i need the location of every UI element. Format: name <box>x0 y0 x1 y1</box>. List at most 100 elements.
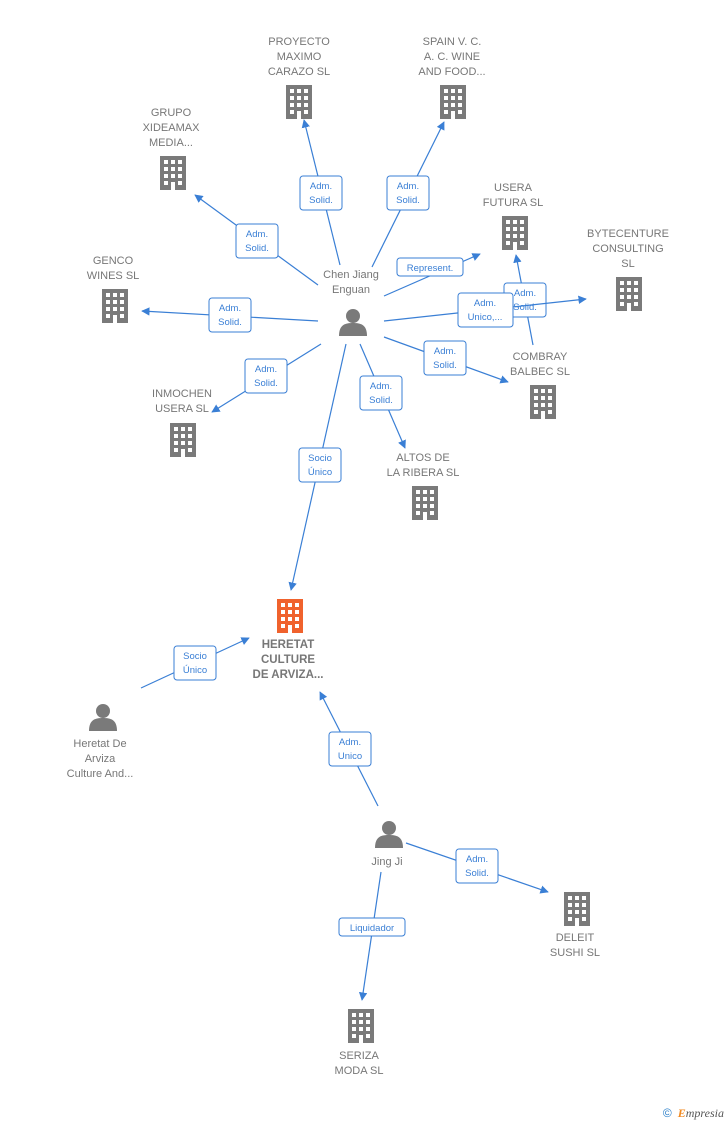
node-combray-balbec[interactable]: COMBRAY BALBEC SL <box>510 351 570 419</box>
edge-heretatde-heretat[interactable]: Socio Único <box>140 637 250 689</box>
edge-label: Solid. <box>513 302 537 313</box>
node-label: LA RIBERA SL <box>387 467 460 479</box>
edge-combray-usera[interactable]: Adm. Solid. <box>503 254 547 346</box>
node-label: USERA <box>494 182 533 194</box>
node-label: CARAZO SL <box>268 66 330 78</box>
node-usera-futura[interactable]: USERA FUTURA SL <box>483 182 544 250</box>
edge-chen-altos[interactable]: Adm. Solid. <box>359 343 406 449</box>
edge-jingji-heretat[interactable]: Adm. Unico <box>319 691 379 807</box>
edge-label: Adm. <box>310 181 332 192</box>
node-label: CULTURE <box>261 654 315 666</box>
edge-label: Adm. <box>246 229 268 240</box>
node-bytecenture-consulting[interactable]: BYTECENTURE CONSULTING SL <box>587 228 669 311</box>
node-grupo-xideamax[interactable]: GRUPO XIDEAMAX MEDIA... <box>143 107 201 190</box>
node-label: CONSULTING <box>592 243 663 255</box>
node-label: MEDIA... <box>149 137 193 149</box>
edge-chen-grupo[interactable]: Adm. Solid. <box>194 194 319 286</box>
edges: Adm. Solid. Adm. Solid. Adm. Solid. Repr… <box>140 119 587 1001</box>
node-label: GRUPO <box>151 107 192 119</box>
node-chen-jiang-enguan[interactable]: Chen Jiang Enguan <box>323 269 379 336</box>
edge-label: Adm. <box>514 288 536 299</box>
edge-label: Solid. <box>369 395 393 406</box>
edge-label: Solid. <box>465 868 489 879</box>
brand-logo[interactable]: Empresia <box>678 1106 724 1120</box>
node-label: Arviza <box>85 753 116 765</box>
node-jing-ji[interactable]: Jing Ji <box>371 821 403 868</box>
building-icon <box>412 486 438 520</box>
edge-chen-spain[interactable]: Adm. Solid. <box>371 121 445 268</box>
edge-chen-usera-represent[interactable]: Represent. <box>383 253 481 297</box>
building-icon <box>348 1009 374 1043</box>
node-label: Jing Ji <box>371 856 402 868</box>
node-spain-wine-food[interactable]: SPAIN V. C. A. C. WINE AND FOOD... <box>418 36 486 119</box>
copyright-icon: © <box>662 1106 672 1120</box>
building-icon <box>564 892 590 926</box>
node-label: HERETAT <box>262 639 315 651</box>
node-proyecto-maximo-carazo[interactable]: PROYECTO MAXIMO CARAZO SL <box>268 36 330 119</box>
building-icon <box>530 385 556 419</box>
node-label: BALBEC SL <box>510 366 570 378</box>
node-heretat-de-arviza-person[interactable]: Heretat De Arviza Culture And... <box>67 704 134 780</box>
node-label: A. C. WINE <box>424 51 480 63</box>
node-label: SERIZA <box>339 1050 379 1062</box>
node-label: SPAIN V. C. <box>423 36 482 48</box>
node-label: SL <box>621 258 634 270</box>
node-label: Enguan <box>332 284 370 296</box>
node-label: PROYECTO <box>268 36 330 48</box>
nodes: PROYECTO MAXIMO CARAZO SL SPAIN V. C. A.… <box>67 36 669 1077</box>
edge-label: Único <box>183 665 207 676</box>
node-deleit-sushi[interactable]: DELEIT SUSHI SL <box>550 892 600 959</box>
edge-chen-genco[interactable]: Adm. Solid. <box>141 297 319 333</box>
node-label: USERA SL <box>155 403 209 415</box>
edge-label: Solid. <box>218 317 242 328</box>
node-label: INMOCHEN <box>152 388 212 400</box>
person-icon <box>375 821 403 848</box>
node-seriza-moda[interactable]: SERIZA MODA SL <box>335 1009 384 1077</box>
edge-label: Socio <box>308 453 332 464</box>
edge-label: Adm. <box>370 381 392 392</box>
node-label: DELEIT <box>556 932 595 944</box>
node-label: COMBRAY <box>513 351 568 363</box>
edge-label: Unico,... <box>468 312 503 323</box>
edge-label: Adm. <box>466 854 488 865</box>
edge-label: Unico <box>338 751 362 762</box>
node-label: BYTECENTURE <box>587 228 669 240</box>
node-label: XIDEAMAX <box>143 122 201 134</box>
node-label: Chen Jiang <box>323 269 379 281</box>
node-genco-wines[interactable]: GENCO WINES SL <box>87 255 140 323</box>
edge-label: Adm. <box>434 346 456 357</box>
edge-label: Adm. <box>255 364 277 375</box>
edge-chen-heretat[interactable]: Socio Único <box>288 343 347 591</box>
edge-jingji-seriza[interactable]: Liquidador <box>338 871 406 1001</box>
building-icon <box>440 85 466 119</box>
edge-chen-combray[interactable]: Adm. Solid. <box>383 336 509 384</box>
node-label: DE ARVIZA... <box>253 669 324 681</box>
node-inmochen-usera[interactable]: INMOCHEN USERA SL <box>152 388 212 457</box>
node-label: FUTURA SL <box>483 197 544 209</box>
edge-label: Solid. <box>433 360 457 371</box>
building-icon <box>616 277 642 311</box>
node-label: GENCO <box>93 255 134 267</box>
building-icon <box>170 423 196 457</box>
node-altos-de-la-ribera[interactable]: ALTOS DE LA RIBERA SL <box>387 452 460 520</box>
node-label: MAXIMO <box>277 51 322 63</box>
edge-label: Liquidador <box>350 923 394 934</box>
brand-initial: E <box>677 1106 686 1120</box>
node-label: MODA SL <box>335 1065 384 1077</box>
node-label: Heretat De <box>73 738 126 750</box>
building-icon <box>277 599 303 633</box>
building-icon <box>102 289 128 323</box>
edge-label: Represent. <box>407 263 453 274</box>
edge-jingji-deleit[interactable]: Adm. Solid. <box>405 842 549 894</box>
edge-chen-bytecenture[interactable]: Adm. Unico,... <box>383 292 587 328</box>
building-icon <box>160 156 186 190</box>
edge-chen-inmochen[interactable]: Adm. Solid. <box>211 343 322 413</box>
edge-label: Adm. <box>219 303 241 314</box>
edge-label: Solid. <box>396 195 420 206</box>
person-icon <box>89 704 117 731</box>
node-heretat-culture-focus[interactable]: HERETAT CULTURE DE ARVIZA... <box>253 599 324 681</box>
edge-chen-proyecto[interactable]: Adm. Solid. <box>299 119 343 266</box>
edge-label: Único <box>308 467 332 478</box>
edge-label: Solid. <box>309 195 333 206</box>
